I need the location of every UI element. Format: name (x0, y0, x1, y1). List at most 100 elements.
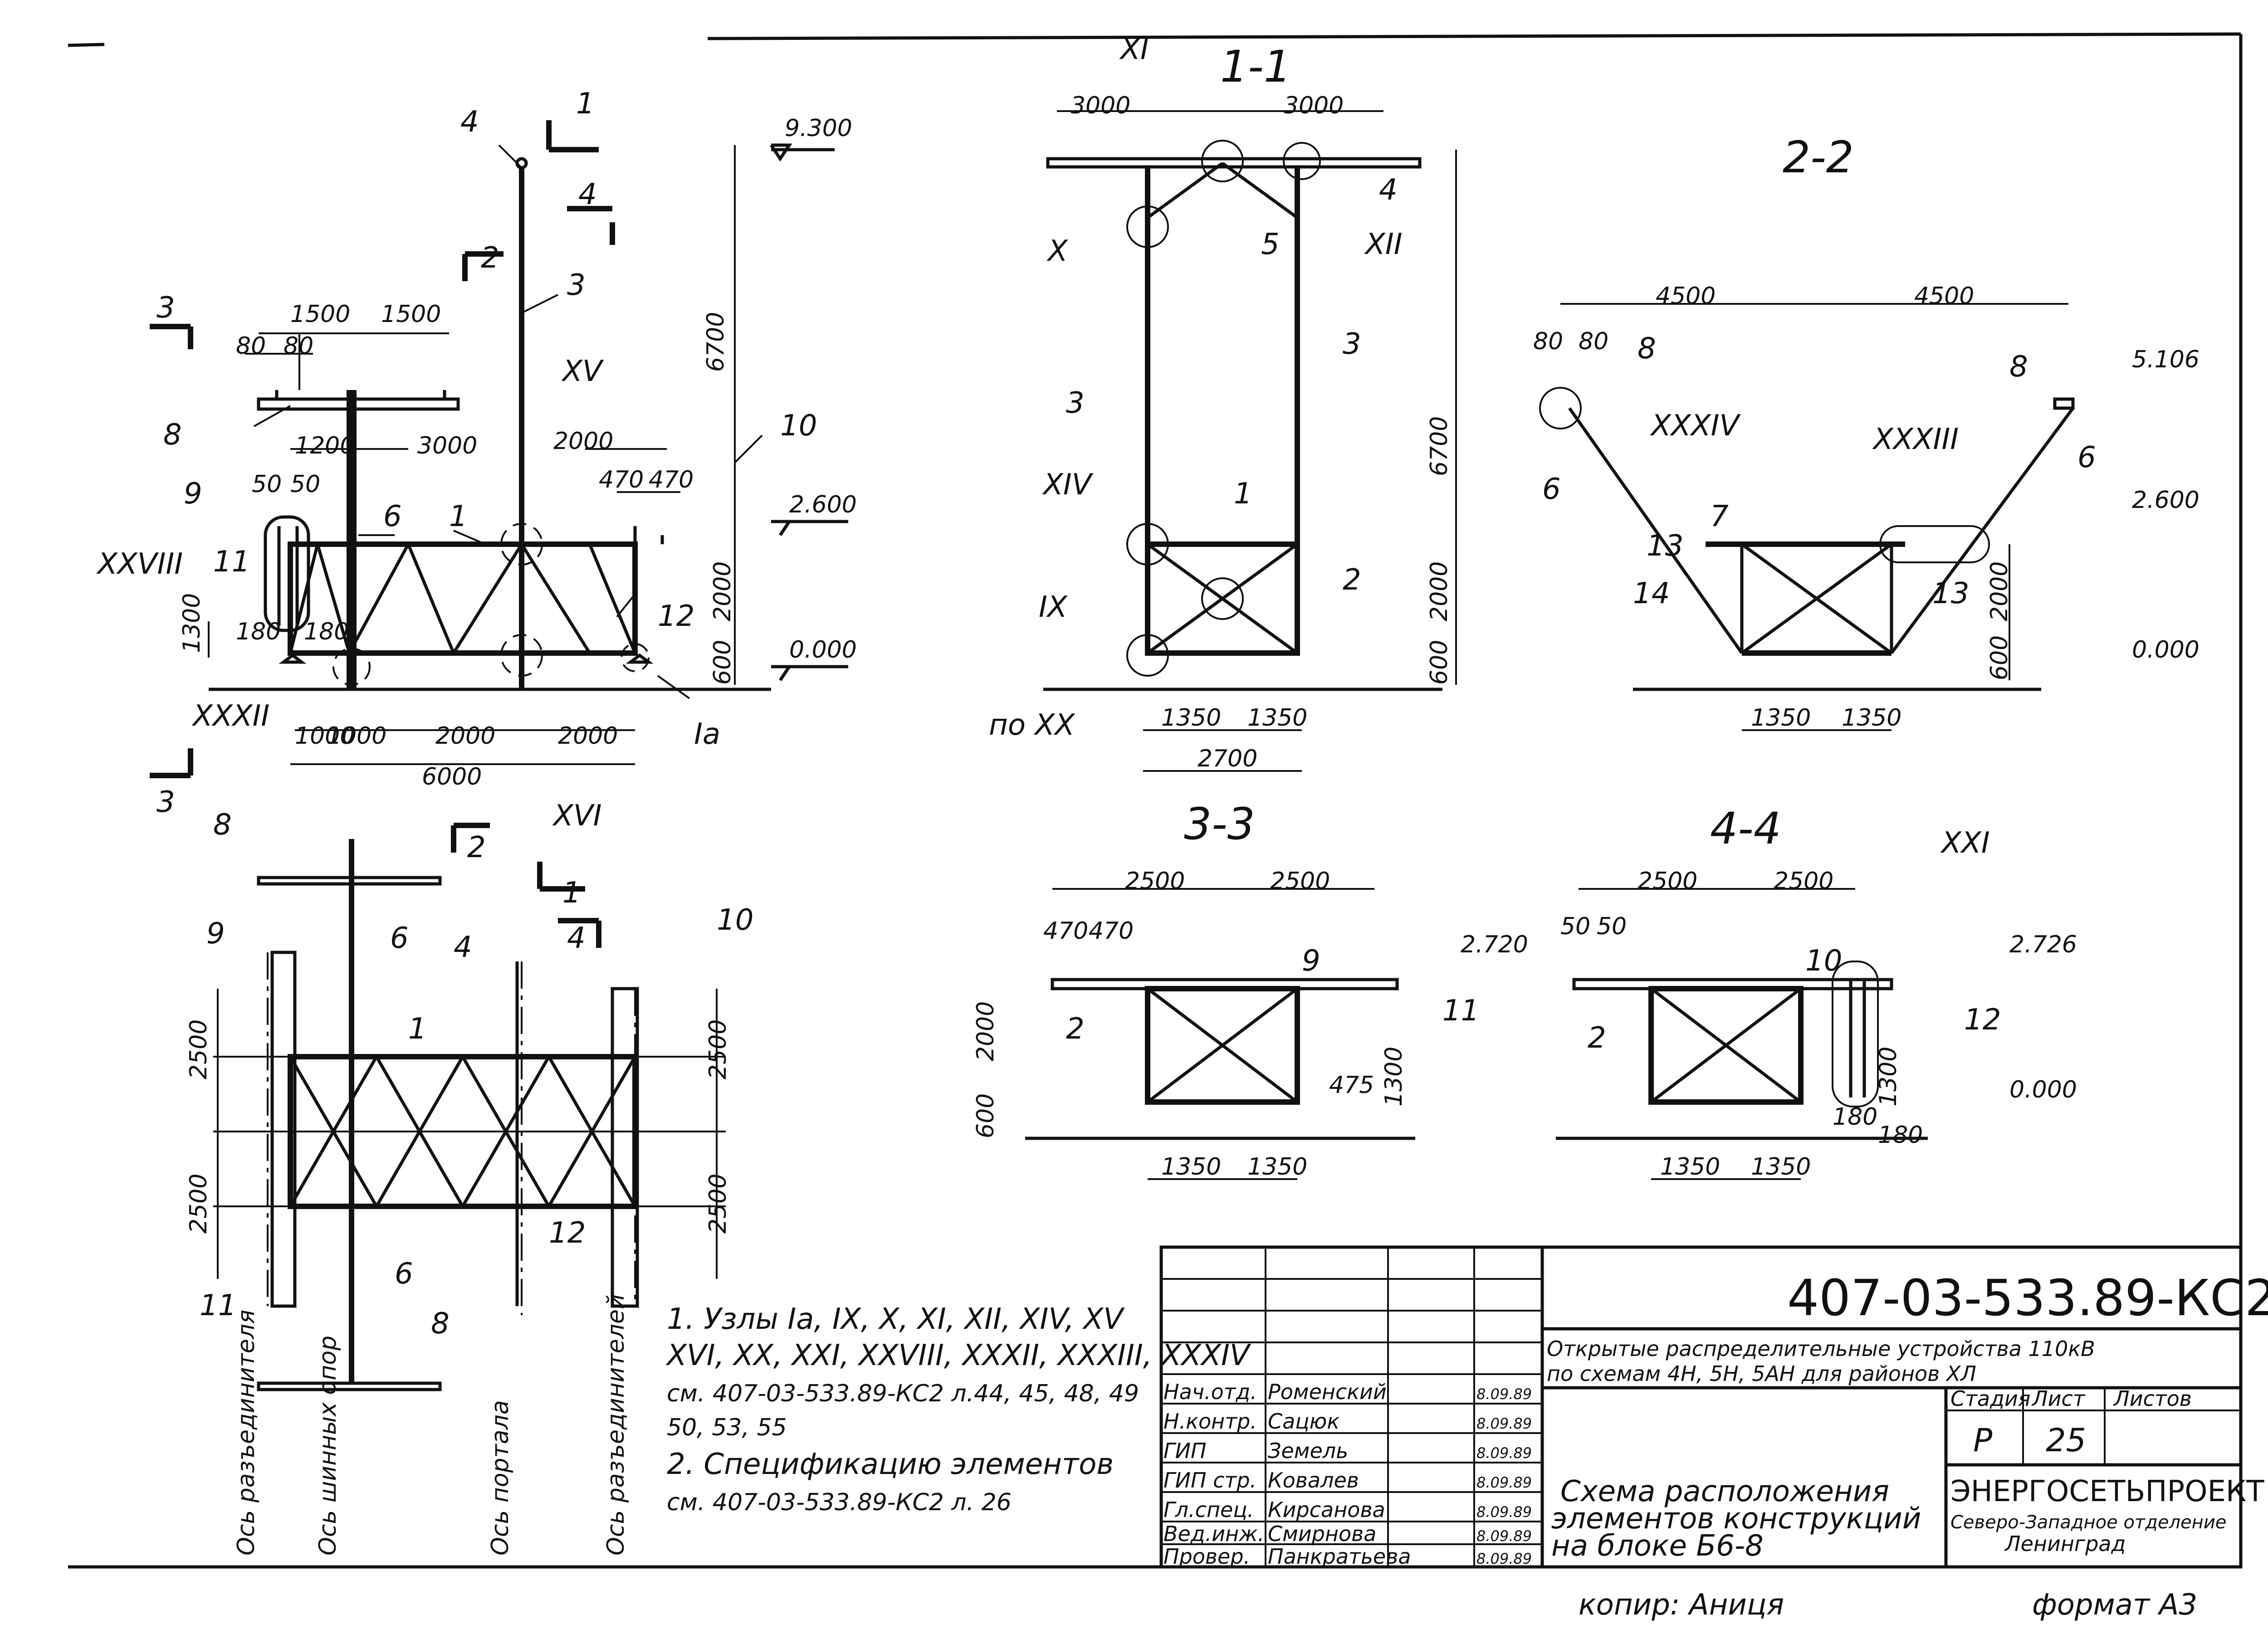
cut-3-top: 3 (156, 291, 175, 325)
dim-2500-plan-l2: 2500 (185, 1174, 212, 1234)
node-xxviii: XXVIII (96, 547, 183, 581)
section-3-3-labels: 3-3 2500 2500 470 470 2.720 475 1300 200… (972, 799, 1528, 1180)
node-xxxiv: XXXIV (1650, 409, 1741, 443)
notes-block: 1. Узлы Iа, IX, X, XI, XII, XIV, XV XVI,… (665, 1302, 1251, 1516)
dim-3000-main: 3000 (417, 432, 477, 459)
main-elevation-labels: 9.300 2.600 0.000 6700 2000 600 1300 150… (96, 87, 857, 833)
mark-2-44: 2 (1588, 1021, 1606, 1055)
axis-disconnectors-right: Ось разъединителей (602, 1294, 630, 1556)
sig-date-6: 8.09.89 (1476, 1550, 1532, 1567)
mark-12-main: 12 (658, 600, 694, 633)
dim-1350-33a: 1350 (1161, 1153, 1221, 1180)
mark-6-plan-bottom: 6 (395, 1257, 413, 1291)
cut-3-bottom: 3 (156, 785, 175, 819)
node-xiv: XIV (1042, 468, 1094, 502)
dim-2000-main-v: 2000 (709, 561, 736, 621)
dim-2500-44a: 2500 (1637, 868, 1697, 895)
sig-name-4: Кирсанова (1268, 1497, 1385, 1522)
sheet-footer: копир: Аниця формат А3 (1579, 1588, 2197, 1622)
section-4-4-title: 4-4 (1710, 803, 1781, 854)
axis-portal: Ось портала (487, 1400, 514, 1556)
dim-6000: 6000 (422, 763, 482, 790)
sig-role-3: ГИП стр. (1163, 1468, 1256, 1493)
sheets-header: Листов (2113, 1386, 2192, 1411)
dim-1300-main: 1300 (178, 593, 205, 653)
dim-80-b: 80 (284, 332, 313, 360)
mark-5-11: 5 (1261, 228, 1280, 261)
mark-11-main: 11 (213, 545, 250, 579)
document-code: 407-03-533.89-КС2 (1787, 1269, 2268, 1327)
elev-2600: 2.600 (789, 491, 857, 518)
cut-2-plan: 2 (467, 831, 486, 864)
mark-6-22b: 6 (2077, 441, 2096, 474)
sig-role-6: Провер. (1163, 1544, 1250, 1569)
sig-date-1: 8.09.89 (1476, 1415, 1532, 1432)
node-xi: XI (1119, 33, 1149, 66)
elev-0000-22: 0.000 (2132, 636, 2200, 663)
note-1-line-1: 1. Узлы Iа, IX, X, XI, XII, XIV, XV (667, 1302, 1125, 1336)
dim-180-a: 180 (236, 618, 281, 645)
elev-2720: 2.720 (1461, 931, 1528, 958)
dim-2000-22: 2000 (1986, 561, 2013, 621)
node-xii: XII (1364, 228, 1403, 261)
dim-470-33a: 470 (1043, 917, 1088, 945)
note-1-line-4: 50, 53, 55 (667, 1414, 787, 1441)
plan-view (213, 823, 726, 1391)
elev-0000: 0.000 (789, 636, 857, 663)
sig-name-2: Земель (1268, 1439, 1348, 1463)
elev-2600-22: 2.600 (2132, 487, 2200, 514)
mark-10-main: 10 (780, 409, 817, 443)
dim-1200: 1200 (295, 432, 355, 459)
elev-5106: 5.106 (2132, 346, 2200, 373)
axis-bus-supports: Ось шинных опор (314, 1336, 342, 1556)
sheet-header: Лист (2031, 1386, 2086, 1411)
sheet-title-line-1: Схема расположения (1560, 1475, 1889, 1508)
mark-9-plan: 9 (206, 917, 225, 951)
dim-2000-11: 2000 (1426, 561, 1453, 621)
elev-2726: 2.726 (2009, 931, 2077, 958)
node-xxxiii: XXXIII (1872, 423, 1959, 456)
sheet-value: 25 (2046, 1422, 2086, 1459)
mark-1-plan: 1 (408, 1012, 427, 1046)
dim-180-44b: 180 (1878, 1122, 1923, 1149)
mark-10-44: 10 (1805, 944, 1842, 978)
node-xxxii: XXXII (191, 699, 269, 733)
mark-8-plan-top: 8 (213, 808, 232, 842)
dim-2500-plan-l1: 2500 (185, 1019, 212, 1079)
cut-1-plan: 1 (562, 876, 581, 910)
dim-1350-11b: 1350 (1247, 704, 1307, 732)
dim-1350-22b: 1350 (1842, 704, 1901, 732)
section-4-4-labels: 4-4 XXI 2500 2500 50 50 2.726 0.000 1300… (1560, 803, 2077, 1180)
dim-2500-33a: 2500 (1125, 868, 1185, 895)
mark-11-33: 11 (1442, 994, 1479, 1028)
node-x: X (1046, 234, 1068, 268)
sheet-title-line-2: элементов конструкций (1551, 1502, 1921, 1536)
section-4-4 (1556, 888, 1928, 1180)
dim-600-11: 600 (1426, 640, 1453, 685)
cut-2-top: 2 (481, 241, 499, 275)
section-3-3-title: 3-3 (1184, 799, 1255, 849)
title-block (1159, 1245, 2243, 1569)
sig-date-2: 8.09.89 (1476, 1444, 1532, 1462)
dim-3000-11a: 3000 (1070, 92, 1130, 119)
node-ix: IX (1039, 590, 1068, 624)
dim-180-44a: 180 (1833, 1103, 1877, 1131)
mark-6-main: 6 (383, 500, 402, 533)
mark-8-plan-bottom: 8 (431, 1307, 450, 1341)
mark-8-22b: 8 (2009, 350, 2028, 384)
dim-475: 475 (1329, 1072, 1374, 1099)
dim-2000-33: 2000 (972, 1001, 999, 1061)
section-2-2 (1539, 303, 2075, 731)
mark-11-plan: 11 (200, 1289, 236, 1322)
section-3-3 (1025, 888, 1415, 1180)
dim-1350-33b: 1350 (1247, 1153, 1307, 1180)
dim-4500-a: 4500 (1656, 283, 1716, 310)
note-2-line-2: см. 407-03-533.89-КС2 л. 26 (667, 1489, 1012, 1516)
dim-600-main: 600 (709, 640, 736, 685)
mark-13-22b: 13 (1932, 577, 1969, 610)
dim-600-33: 600 (972, 1093, 999, 1138)
mark-8-22a: 8 (1637, 332, 1656, 366)
title-block-text: 407-03-533.89-КС2 Открытые распределител… (1163, 1269, 2268, 1569)
dim-2500-44b: 2500 (1774, 868, 1833, 895)
organization-branch: Северо-Западное отделение (1950, 1512, 2226, 1533)
